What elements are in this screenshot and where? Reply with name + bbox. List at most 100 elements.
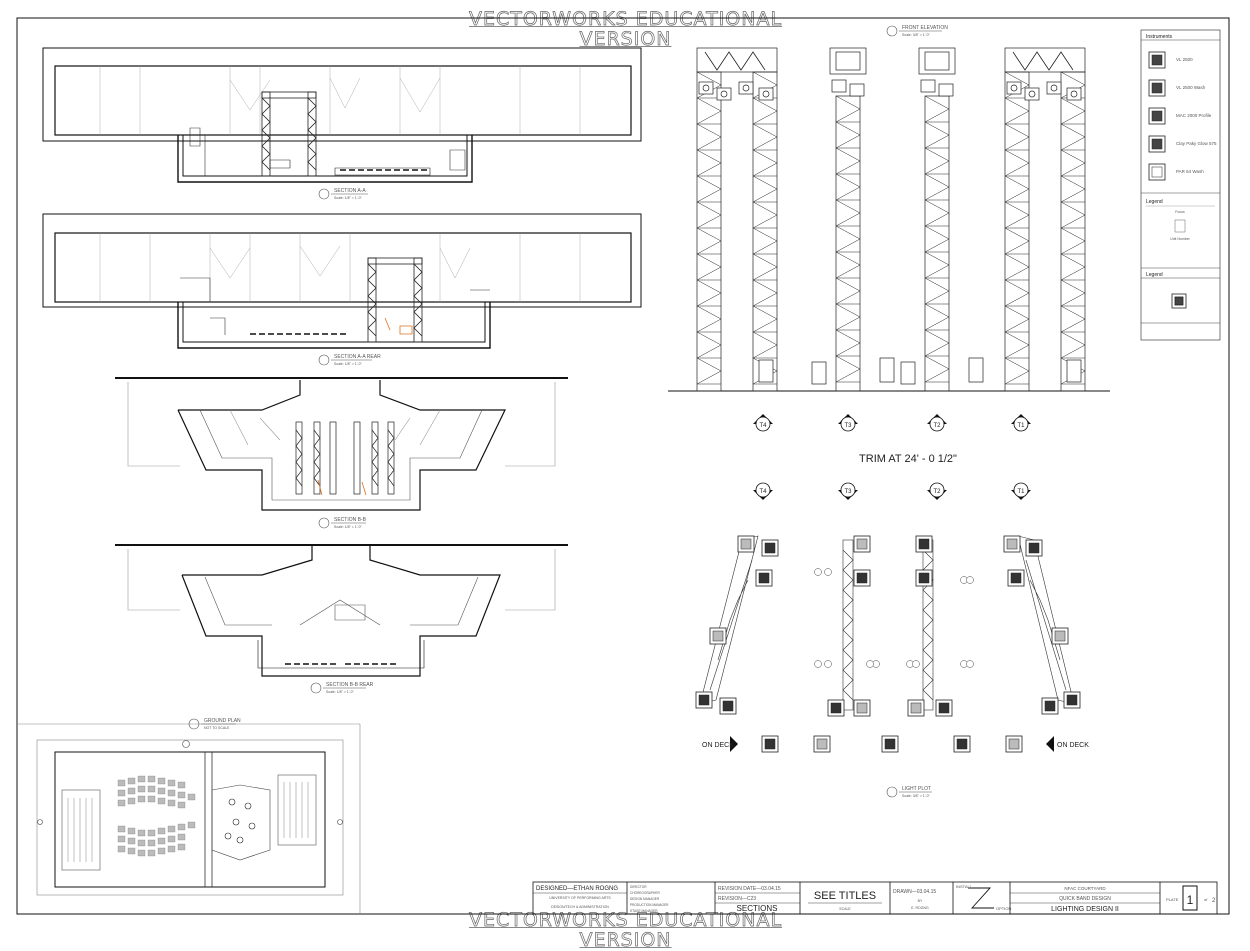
section-a-a-rear-drawing: [42, 213, 642, 349]
legend-2-symbol: [1174, 219, 1186, 233]
tb-show: QUICK BAND DESIGN: [1059, 896, 1111, 902]
elevation-fixture: [698, 81, 714, 95]
section-b-b-rear-title-block: SECTION B-B REAR Scale: 1/8" = 1'-0": [310, 682, 374, 694]
ground-plan-drawing: [17, 723, 361, 914]
tb-school-1: UNIVERSITY OF PERFORMING ARTS: [549, 896, 611, 900]
legend-3-symbol: [1171, 293, 1187, 309]
tb-revision-date: REVISION DATE—03.04.15: [718, 886, 781, 892]
tower-marker-up-t3: T3: [838, 414, 858, 432]
elevation-floor-fixture: [811, 361, 827, 385]
elevation-tower-t2: [900, 47, 984, 392]
elevation-tower-t4: [696, 47, 778, 392]
tower-marker-down-t4: T4: [753, 482, 773, 500]
legend-label: Clay Paky Glow 575: [1176, 141, 1217, 146]
plot-fixture: [853, 535, 871, 553]
tb-revision: REVISION—C23: [718, 896, 756, 902]
plot-focus-marker: [824, 568, 832, 576]
plot-focus-marker: [966, 660, 974, 668]
section-b-b-rear-scale: Scale: 1/8" = 1'-0": [326, 690, 355, 694]
plot-focus-marker: [912, 660, 920, 668]
tb-school-2: DESIGN/TECH & ADMINISTRATION: [551, 905, 609, 909]
plot-focus-marker: [814, 660, 822, 668]
elevation-floor-fixture: [1066, 359, 1082, 383]
light-plot-scale: Scale: 3/8" = 1'-0": [902, 794, 931, 798]
svg-text:T4: T4: [759, 423, 767, 429]
elevation-fixture: [758, 87, 774, 101]
tb-role-2: CHOREOGRAPHER: [630, 891, 660, 895]
tb-venue: NFAC COURTYARD: [1064, 886, 1106, 891]
plot-focus-marker: [866, 660, 874, 668]
tower-marker-down-t3: T3: [838, 482, 858, 500]
section-a-a-rear-title-block: SECTION A-A REAR Scale: 1/8" = 1'-0": [318, 354, 381, 366]
plot-fixture: [1025, 539, 1043, 557]
tower-marker-up-t1: T1: [1011, 414, 1031, 432]
plot-fixture: [915, 569, 933, 587]
elevation-fixture: [716, 87, 732, 101]
elevation-fixture: [831, 79, 847, 93]
tb-drawn-date: DRAWN—03.04.15: [893, 889, 936, 895]
legend-2-unit: Unit Number: [1170, 237, 1190, 241]
tb-plate-label: PLATE: [1166, 897, 1179, 902]
plot-fixture: [853, 569, 871, 587]
title-block-frame: [532, 881, 1218, 915]
ground-plan-title: GROUND PLAN: [204, 718, 241, 724]
tb-sheet-name: SECTIONS: [737, 904, 778, 913]
plot-fixture: [915, 535, 933, 553]
elevation-tower-t2-header: [918, 47, 956, 75]
tb-role-3: DESIGN MANAGER: [630, 897, 660, 901]
plot-fixture: [709, 627, 727, 645]
legend-item-1: VL 2500: [1148, 51, 1193, 69]
plot-focus-marker: [824, 660, 832, 668]
plot-fixture: [1063, 691, 1081, 709]
tb-option: OPTION: [996, 906, 1011, 911]
light-plot-title-block: LIGHT PLOT Scale: 3/8" = 1'-0": [886, 786, 932, 798]
legend-label: VL 2500 Wash: [1176, 85, 1206, 90]
section-b-b-scale: Scale: 1/8" = 1'-0": [334, 525, 363, 529]
watermark-top: VECTORWORKS EDUCATIONAL VERSION: [468, 8, 783, 50]
plot-fixture: [1003, 535, 1021, 553]
elevation-floor-fixture: [900, 361, 916, 385]
elevation-fixture: [938, 83, 954, 97]
plot-fixture: [755, 569, 773, 587]
tb-plate-number: 1: [1187, 893, 1194, 907]
elevation-floor-fixture: [879, 357, 895, 383]
section-b-b-rear-drawing: [115, 544, 568, 677]
elevation-towers: [696, 47, 1086, 392]
plot-fixture: [907, 699, 925, 717]
plot-fixture: [737, 535, 755, 553]
on-deck-left-label: ON DECK: [702, 742, 734, 749]
section-b-b-title-block: SECTION B-B Scale: 1/8" = 1'-0": [318, 517, 367, 529]
elevation-fixture: [920, 79, 936, 93]
instrument-legend: [1140, 29, 1221, 341]
legend-label: PAR 64 Wash: [1176, 169, 1204, 174]
tb-project: LIGHTING DESIGN II: [1051, 906, 1119, 913]
elevation-fixture: [1006, 81, 1022, 95]
elevation-floor-fixture: [758, 359, 774, 383]
front-elevation-scale: Scale: 3/8" = 1'-0": [902, 33, 931, 37]
tb-drawn-by: BY: [918, 899, 923, 903]
front-elevation-title-block: FRONT ELEVATION Scale: 3/8" = 1'-0": [886, 25, 948, 37]
section-a-a-rear-scale: Scale: 1/8" = 1'-0": [334, 362, 363, 366]
section-b-b-rear-title: SECTION B-B REAR: [326, 682, 374, 688]
ground-plan-title-block: GROUND PLAN NOT TO SCALE: [188, 718, 241, 730]
elevation-tower-t4-header: [696, 47, 778, 73]
plot-fixture: [935, 699, 953, 717]
plot-fixture: [853, 699, 871, 717]
tb-drawn-name: E. ROGNG: [911, 906, 929, 910]
legend-item-4: Clay Paky Glow 575: [1148, 135, 1217, 153]
svg-text:T2: T2: [933, 423, 941, 429]
svg-text:T2: T2: [933, 489, 941, 495]
tb-plate-of: of: [1204, 897, 1208, 902]
elevation-fixture: [1046, 81, 1062, 95]
tower-marker-up-t2: T2: [927, 414, 947, 432]
plot-fixture: [761, 539, 779, 557]
plot-focus-marker: [966, 576, 974, 584]
light-plot-title: LIGHT PLOT: [902, 786, 931, 792]
tb-role-1: DIRECTOR: [630, 885, 647, 889]
elevation-floor-fixture: [968, 357, 984, 383]
plot-fixture: [953, 735, 971, 753]
section-a-a-scale: Scale: 1/8" = 1'-0": [334, 196, 363, 200]
elevation-tower-t3: [811, 47, 895, 392]
section-b-b-drawing: [115, 377, 568, 511]
